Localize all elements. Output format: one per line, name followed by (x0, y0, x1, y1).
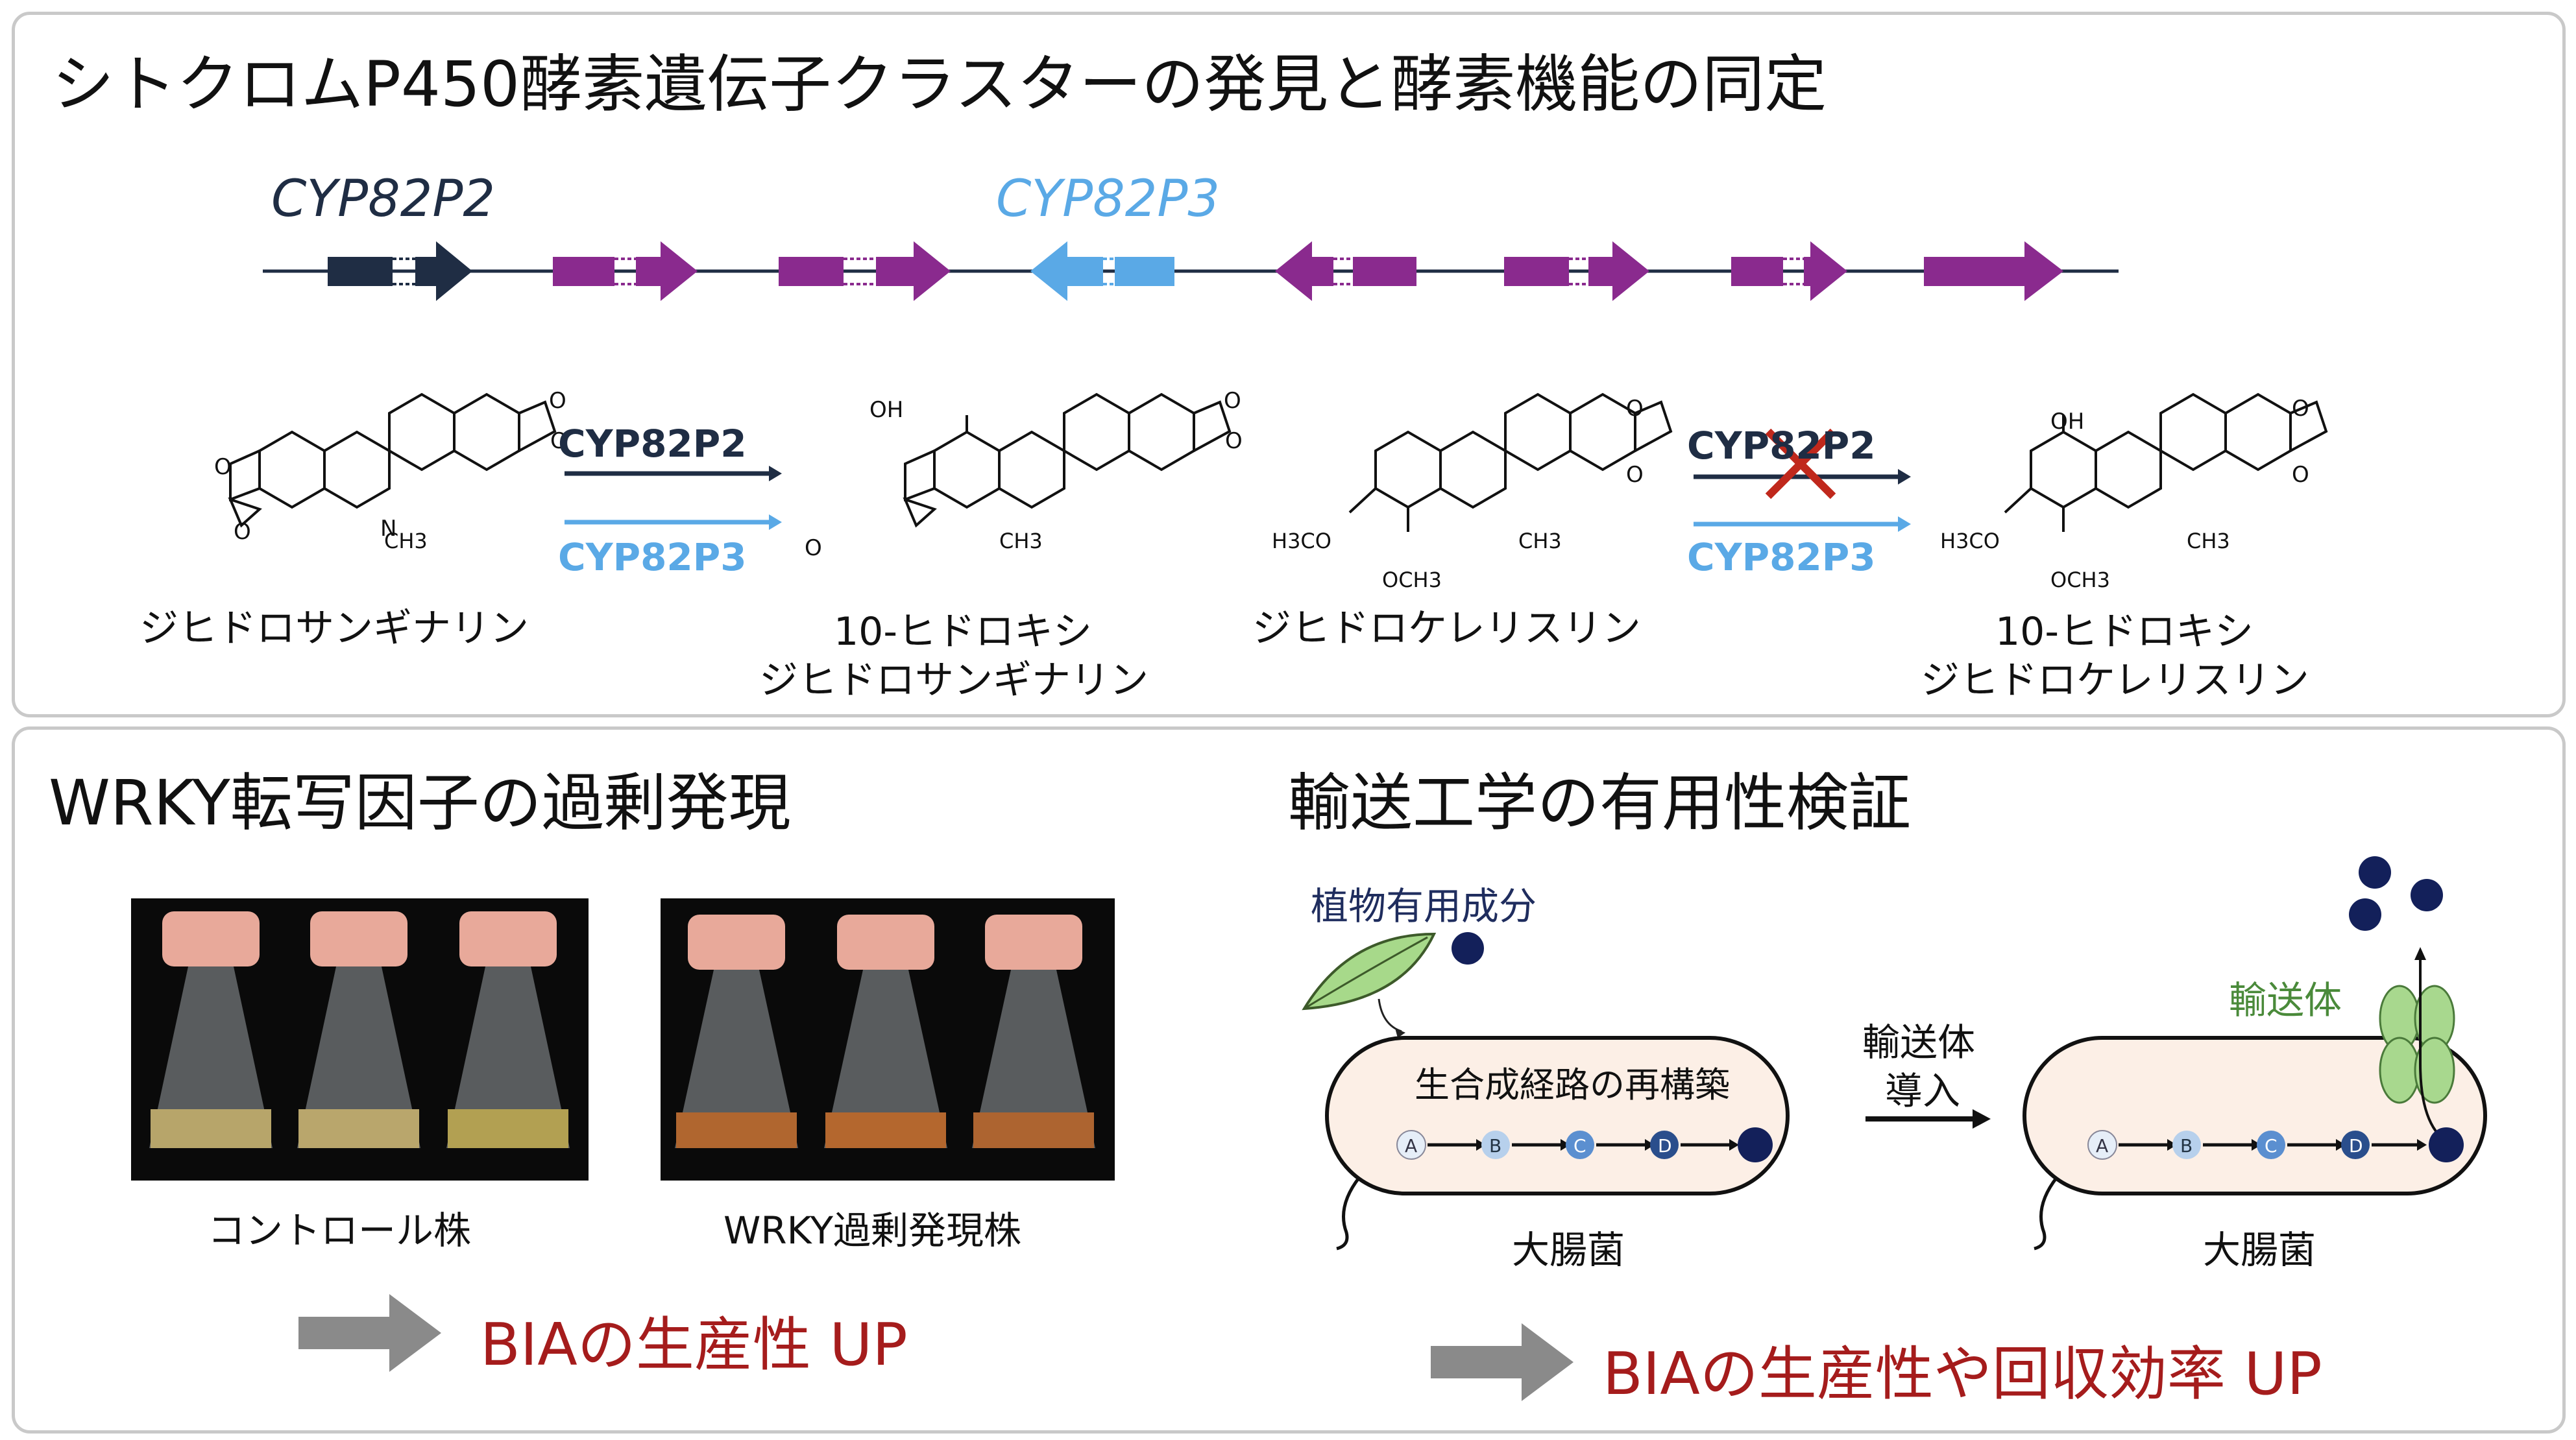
gene-cyp82p2 (328, 241, 472, 301)
result-arrow-right-icon (1431, 1323, 1574, 1401)
flask-control-3 (446, 911, 570, 1148)
molecule-2 (903, 392, 1232, 528)
result-text-left: BIAの生産性 UP (480, 1311, 908, 1379)
atom-o: O (1626, 462, 1644, 488)
atom-o: O (1225, 428, 1243, 454)
photo-caption-wrky: WRKY過剰発現株 (723, 1208, 1022, 1253)
atom-h3co: H3CO (1272, 529, 1331, 553)
flask-control-1 (149, 911, 273, 1148)
atom-ch3: CH3 (1518, 529, 1562, 553)
atom-oh: OH (869, 397, 904, 423)
reaction-arrows-1 (565, 466, 782, 530)
pathway-node-b: B (2180, 1135, 2193, 1157)
wrky-section-title: WRKY転写因子の過剰発現 (49, 767, 791, 839)
flask-wrky-2 (824, 915, 947, 1148)
atom-o: O (805, 535, 822, 561)
pathway-node-c: C (2265, 1135, 2278, 1157)
exported-dot-icon (2349, 898, 2381, 931)
pathway-node-d: D (2349, 1135, 2363, 1157)
atom-ch3: CH3 (2187, 529, 2230, 553)
atom-o: O (550, 428, 568, 454)
gene-label-cyp82p2: CYP82P2 (271, 170, 496, 228)
atom-ch3: CH3 (999, 529, 1043, 553)
gene-purple-4 (1504, 241, 1649, 301)
structure-dihydrosanguinarine (228, 392, 2328, 532)
gene-purple-3 (1275, 241, 1416, 301)
atom-o: O (549, 388, 566, 414)
atom-oh: OH (2050, 409, 2085, 435)
ecoli-label-1: 大腸菌 (1512, 1228, 1625, 1272)
enzyme-label-cyp82p2: CYP82P2 (1687, 424, 1876, 468)
exported-dot-icon (2359, 856, 2391, 889)
atom-o: O (2292, 462, 2309, 488)
exported-dot-icon (2411, 879, 2443, 911)
atom-o: O (1224, 388, 1241, 414)
compound-name: ジヒドロサンギナリン (140, 606, 529, 651)
enzyme-label-cyp82p3: CYP82P3 (558, 535, 747, 579)
atom-och3: OCH3 (2050, 568, 2110, 592)
result-text-right: BIAの生産性や回収効率 UP (1603, 1340, 2322, 1408)
photo-caption-control: コントロール株 (208, 1208, 472, 1253)
gene-purple-5 (1731, 241, 1847, 301)
enzyme-label-cyp82p3: CYP82P3 (1687, 535, 1876, 579)
molecule-3 (1348, 392, 1673, 532)
reaction-arrows-2 (1694, 428, 1911, 532)
compound-dot-icon (1452, 932, 1484, 965)
compound-name: 10-ヒドロキシ (1995, 609, 2254, 654)
gene-purple-1 (553, 241, 698, 301)
gene-purple-6 (1924, 241, 2063, 301)
ecoli-cell-2 (2023, 1036, 2487, 1195)
gene-cluster (263, 241, 2119, 301)
atom-o: O (214, 454, 232, 480)
pathway-node-a: A (1405, 1135, 1418, 1157)
gene-label-cyp82p3: CYP82P3 (996, 170, 1221, 228)
ecoli-label-2: 大腸菌 (2203, 1228, 2316, 1272)
enzyme-label-cyp82p2: CYP82P2 (558, 422, 747, 466)
plant-compound-label: 植物有用成分 (1311, 884, 1537, 928)
gene-purple-2 (779, 241, 951, 301)
pathway-node-c: C (1574, 1135, 1586, 1157)
flask-control-2 (297, 911, 420, 1148)
atom-ch3: CH3 (384, 529, 428, 553)
molecule-4 (2004, 392, 2328, 532)
flask-wrky-3 (972, 915, 1095, 1148)
atom-och3: OCH3 (1382, 568, 1442, 592)
transporter-intro-label: 導入 (1885, 1069, 1961, 1113)
compound-name: ジヒドロサンギナリン (759, 658, 1148, 703)
transport-section-title: 輸送工学の有用性検証 (1288, 767, 1911, 839)
transporter-intro-label: 輸送体 (1862, 1020, 1976, 1064)
compound-name: ジヒドロケレリスリン (1252, 606, 1641, 651)
atom-h3co: H3CO (1940, 529, 2000, 553)
pathway-reconstruction-label: 生合成経路の再構築 (1415, 1064, 1730, 1105)
atom-n: N (380, 516, 397, 542)
compound-name: ジヒドロケレリスリン (1921, 658, 2309, 703)
atom-o: O (2292, 396, 2309, 422)
gene-cyp82p3 (1030, 241, 1174, 301)
flask-wrky-1 (675, 915, 798, 1148)
pathway-node-d: D (1658, 1135, 1672, 1157)
molecule-1 (228, 392, 557, 528)
pathway-node-a: A (2096, 1135, 2109, 1157)
pathway-1 (1396, 1127, 1773, 1162)
pathway-node-b: B (1489, 1135, 1502, 1157)
top-panel (12, 12, 2566, 717)
transporter-label: 輸送体 (2229, 978, 2342, 1022)
compound-name: 10-ヒドロキシ (834, 609, 1092, 654)
inhibition-cross-icon (1765, 428, 1836, 499)
transporter-icon (2379, 985, 2455, 1104)
atom-o: O (234, 519, 251, 545)
leaf-icon (1302, 932, 1437, 1011)
pathway-2 (2087, 1127, 2464, 1162)
top-title: シトクロムP450酵素遺伝子クラスターの発見と酵素機能の同定 (52, 48, 1827, 121)
atom-o: O (1626, 396, 1644, 422)
